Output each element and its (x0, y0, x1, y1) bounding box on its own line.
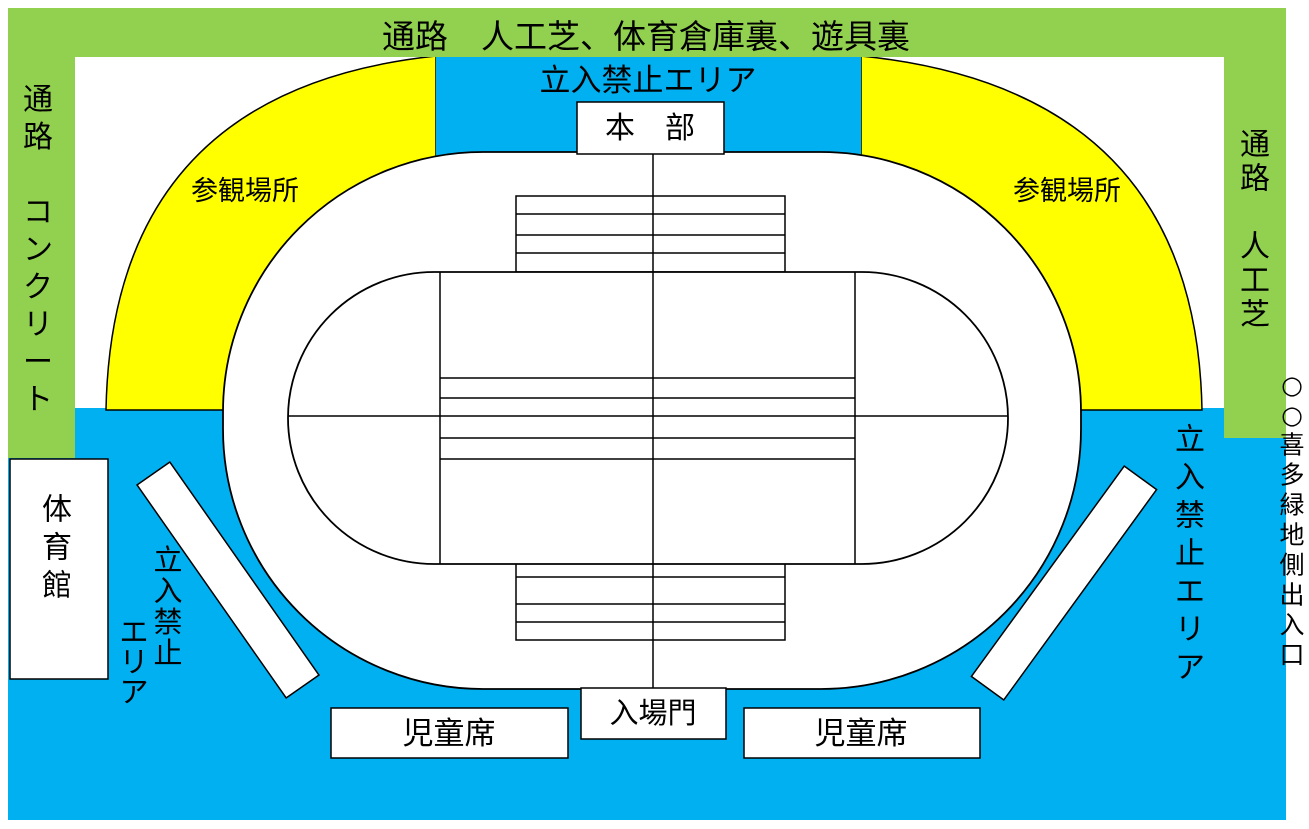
exit-side-char: 喜 (1279, 431, 1304, 460)
right-path-char: 芝 (1240, 298, 1270, 333)
upper-stand (515, 195, 786, 273)
restricted-right-char: 立 (1175, 423, 1205, 458)
field-lines (288, 272, 1008, 564)
right-path-char: 通 (1240, 128, 1270, 163)
entrance-gate-label: 入場門 (609, 696, 696, 730)
exit-side-char: 側 (1279, 551, 1304, 580)
restricted-right-char: 禁 (1175, 499, 1205, 534)
right-path-char: 路 (1240, 162, 1270, 197)
headquarters-label: 本 部 (605, 111, 695, 146)
lower-stand (515, 559, 786, 641)
restricted-left-col2-char: エ (119, 615, 148, 649)
left-path-char: ー (23, 345, 53, 380)
exit-side-char: 地 (1279, 521, 1304, 550)
restricted-left-col1-char: 止 (153, 636, 182, 670)
left-path-char: ン (23, 233, 53, 268)
exit-side-char: ○ (1281, 401, 1303, 430)
restricted-right-char: エ (1175, 575, 1205, 610)
restricted-right-char: 止 (1175, 537, 1205, 572)
gym-char: 育 (42, 531, 72, 566)
left-path-char: リ (23, 308, 53, 343)
exit-side-char: 入 (1279, 611, 1304, 640)
viewing-right-label: 参観場所 (1013, 176, 1121, 207)
restricted-right-char: ア (1175, 651, 1205, 686)
exit-side-char: 緑 (1279, 491, 1304, 520)
gym-char: 体 (42, 493, 72, 528)
gym-label: 体育館 (42, 493, 72, 604)
left-path-char: ト (23, 383, 53, 418)
restricted-left-col1-char: 立 (153, 543, 182, 577)
restricted-right-label: 立入禁止エリア (1175, 423, 1205, 686)
exit-side-char: 口 (1279, 641, 1304, 670)
restricted-left-label-col1: 立入禁止 (153, 543, 182, 670)
top-path-label: 通路 人工芝、体育倉庫裏、遊具裏 (382, 17, 910, 56)
bench-diagonal-left (136, 460, 320, 700)
headquarters-box (576, 101, 725, 155)
right-path-char: 人 (1240, 230, 1270, 265)
exit-side-char: 多 (1279, 461, 1304, 490)
left-path-char: 通 (23, 83, 53, 118)
bench-diagonal-right (970, 465, 1158, 701)
restricted-left-col1-char: 入 (153, 574, 182, 608)
restricted-right-char: 入 (1175, 461, 1205, 496)
right-path-char: 工 (1240, 264, 1270, 299)
exit-side-char: 出 (1279, 581, 1304, 610)
left-path-char: 路 (23, 120, 53, 155)
children-right-label: 児童席 (815, 716, 908, 752)
restricted-left-col1-char: 禁 (153, 605, 182, 639)
children-seats-right (743, 707, 981, 759)
restricted-left-col2-char: リ (119, 645, 148, 679)
gym-char: 館 (42, 569, 72, 604)
inner-track (287, 271, 1009, 565)
restricted-right-char: リ (1175, 613, 1205, 648)
restricted-top-label: 立入禁止エリア (540, 63, 757, 99)
path-top (8, 8, 1286, 57)
viewing-left-label: 参観場所 (191, 176, 299, 207)
path-right (1224, 8, 1286, 438)
children-seats-left (330, 707, 569, 759)
left-path-char: コ (23, 195, 53, 230)
restricted-left-label-col2: エリア (119, 615, 148, 709)
children-left-label: 児童席 (403, 716, 496, 752)
gym-box (9, 458, 109, 680)
exit-side-char: ○ (1281, 371, 1303, 400)
restricted-left-col2-char: ア (119, 675, 148, 709)
left-path-char: ク (23, 270, 53, 305)
path-left (8, 8, 75, 458)
entrance-gate-box (580, 687, 727, 740)
